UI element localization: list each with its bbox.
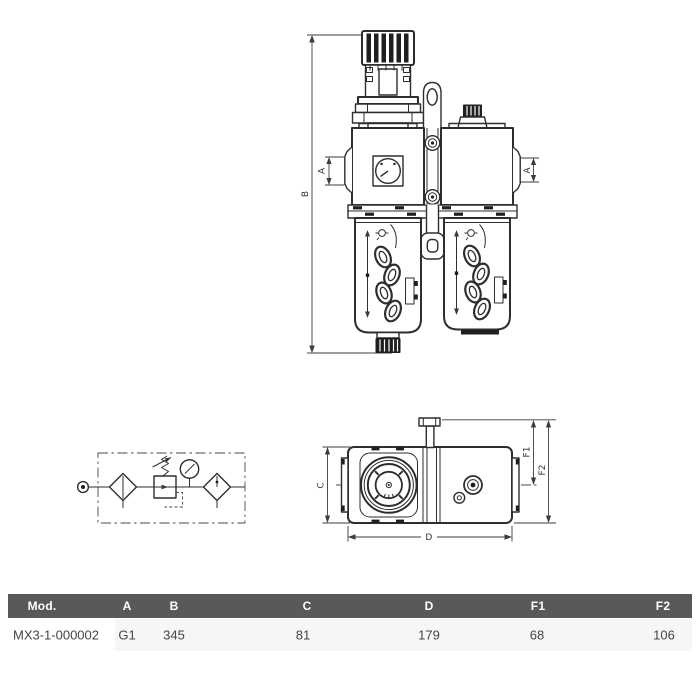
- bracket-top-view: [418, 417, 441, 449]
- table-row: MX3-1-000002 G1 345 81 179 68 106: [8, 619, 692, 651]
- dim-label-f1: F1: [523, 447, 533, 458]
- drain-valve: [375, 331, 401, 353]
- cell-d: 179: [418, 627, 440, 643]
- technical-drawings: B: [76, 30, 556, 543]
- inlet-port: [344, 146, 353, 194]
- dim-label-b: B: [301, 191, 311, 197]
- cell-model: MX3-1-000002: [13, 627, 99, 643]
- top-view-drawing: C D F1 F2: [317, 417, 556, 543]
- clamp-screw-top: [424, 134, 441, 151]
- oil-indicator-icon: [464, 229, 478, 241]
- sight-glass-chain: [462, 244, 492, 321]
- dim-label-a-right: A: [523, 167, 533, 174]
- fill-cap: [457, 104, 488, 129]
- knob-top-view: [359, 452, 418, 518]
- lubricator-symbol: [202, 472, 232, 508]
- mounting-bracket-top: [422, 81, 442, 128]
- inlet-port-symbol: [76, 480, 90, 494]
- cell-a: G1: [118, 627, 136, 643]
- front-view-drawing: B: [301, 30, 539, 354]
- clamp-screw-bottom: [424, 188, 441, 205]
- dimension-table: Mod. A B C D F1 F2 MX3-1-000002 G1 345 8…: [8, 594, 692, 651]
- table-header-row: Mod. A B C D F1 F2: [8, 594, 692, 618]
- table-header-c: C: [302, 599, 312, 613]
- gauge-symbol: [179, 459, 200, 487]
- cell-f1: 68: [529, 627, 545, 643]
- dim-label-a-left: A: [318, 167, 328, 174]
- bowl-flanges: [347, 204, 518, 219]
- dim-label-f2: F2: [538, 465, 548, 476]
- model-cell-background: [8, 619, 115, 651]
- drain-indicator-icon: [375, 229, 389, 241]
- mounting-bracket-bottom: [420, 204, 445, 260]
- dimension-f1-f2: F1 F2: [442, 419, 556, 524]
- cell-b: 345: [163, 627, 185, 643]
- lubricator-top-view: [453, 475, 483, 504]
- table-header-f1: F1: [530, 599, 546, 613]
- regulator-knob: [351, 30, 425, 129]
- cell-c: 81: [295, 627, 311, 643]
- table-header-d: D: [424, 599, 434, 613]
- dim-label-c: C: [317, 482, 327, 488]
- table-header-mod: Mod.: [27, 599, 57, 613]
- cell-f2: 106: [653, 627, 675, 643]
- dimension-a-left: A: [318, 156, 345, 186]
- sight-glass-chain: [373, 245, 403, 323]
- table-header-b: B: [169, 599, 179, 613]
- filter-bowl: [354, 217, 422, 353]
- dimension-c: C: [317, 446, 350, 524]
- pneumatic-schematic: [76, 452, 246, 524]
- dimension-a-right: A: [520, 157, 539, 183]
- dim-label-d: D: [425, 533, 432, 543]
- lubricator-bowl: [443, 217, 511, 335]
- outlet-port: [512, 146, 521, 194]
- table-header-a: A: [122, 599, 132, 613]
- filter-symbol: [108, 472, 138, 508]
- dimension-d: D: [347, 526, 513, 543]
- pressure-gauge: [372, 155, 404, 187]
- regulator-symbol: [152, 455, 183, 508]
- unit-bodies: [344, 122, 521, 206]
- table-header-f2: F2: [655, 599, 671, 613]
